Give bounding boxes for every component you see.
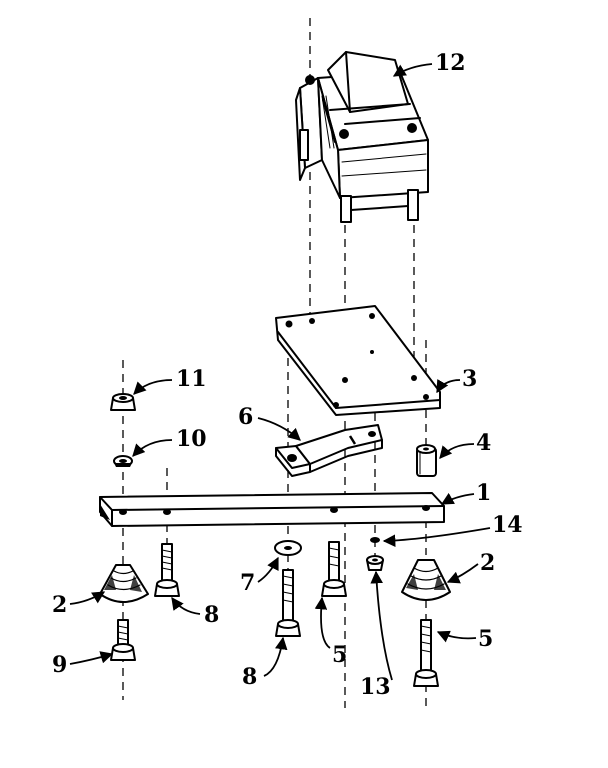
callout-3: 3 [462, 366, 477, 392]
washer-14 [370, 537, 380, 543]
callout-1: 1 [476, 480, 491, 506]
bolt-5-right [413, 619, 439, 687]
bolt-8-left [154, 543, 180, 597]
mounting-plate [275, 305, 441, 416]
base-rail [99, 492, 445, 527]
callout-5-right: 5 [478, 626, 493, 652]
spacer [416, 444, 437, 477]
bolt-8-center [275, 569, 301, 637]
bolt-5-center [321, 541, 347, 597]
callout-6: 6 [238, 404, 253, 430]
bolt-9 [110, 619, 136, 661]
rubber-foot-right [401, 559, 451, 601]
callout-13: 13 [360, 674, 391, 700]
bracket [275, 424, 383, 477]
callout-8-left: 8 [204, 602, 219, 628]
callout-9: 9 [52, 652, 67, 678]
callout-10: 10 [176, 426, 207, 452]
callout-12: 12 [435, 50, 466, 76]
nut-13 [366, 555, 384, 571]
washer-7 [274, 540, 302, 556]
callout-11: 11 [176, 366, 207, 392]
callout-4: 4 [476, 430, 491, 456]
callout-2-right: 2 [480, 550, 495, 576]
lockwasher-10 [113, 455, 133, 467]
nut-11 [110, 393, 136, 411]
rubber-foot-left [99, 564, 149, 603]
callout-7: 7 [240, 570, 255, 596]
callout-labels: 12 11 3 6 10 4 1 14 2 7 2 8 5 5 9 8 13 [52, 50, 523, 700]
callout-14: 14 [492, 512, 523, 538]
callout-5-center: 5 [332, 642, 347, 668]
transformer-module [295, 51, 429, 223]
leader-lines [69, 63, 491, 681]
callout-2-left: 2 [52, 592, 67, 618]
callout-8-center: 8 [242, 664, 257, 690]
